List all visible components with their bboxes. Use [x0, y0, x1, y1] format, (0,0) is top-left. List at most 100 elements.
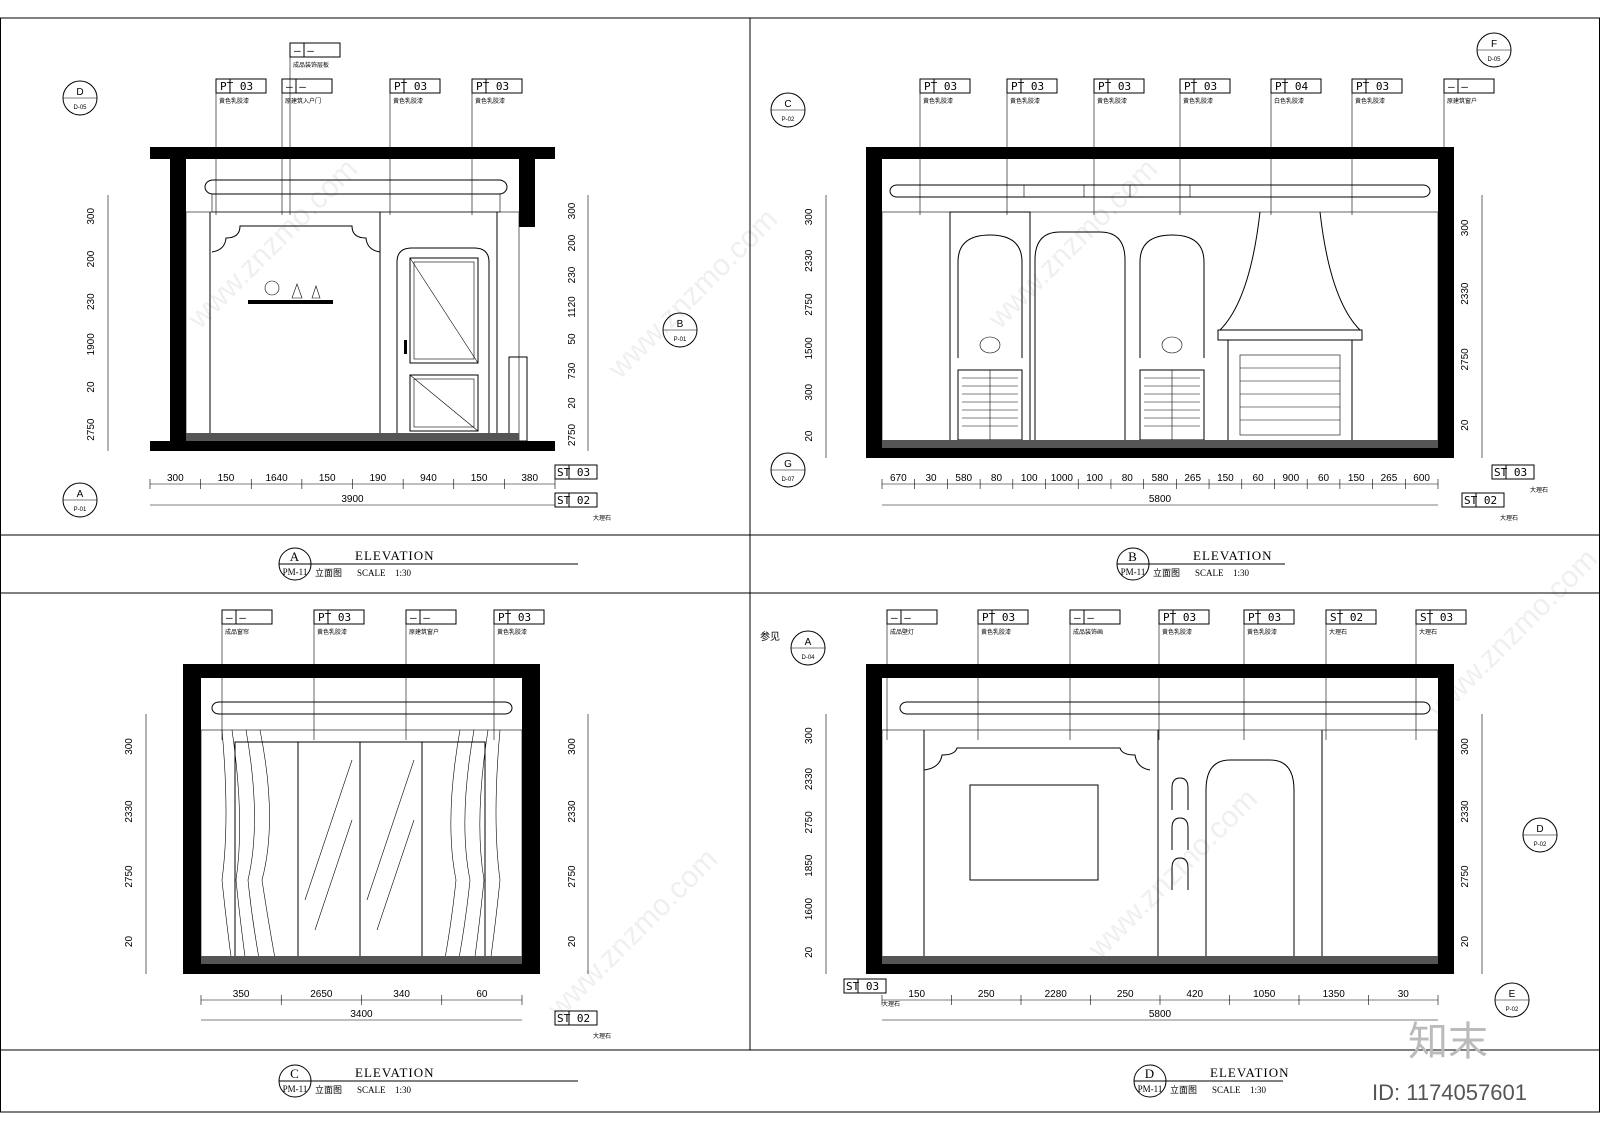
title-letter: A: [290, 549, 300, 564]
vertical-dimension: 1850: [804, 854, 815, 877]
floor-code: ST 03: [846, 980, 879, 993]
vertical-dimension: 230: [86, 293, 97, 310]
material-code: PT 04: [1275, 80, 1308, 93]
marker-ref: D-04: [801, 655, 815, 661]
material-code: — —: [410, 611, 430, 624]
vertical-dimension: 200: [567, 234, 578, 251]
marker-ref: D-05: [1487, 57, 1501, 63]
elevation-c: [183, 664, 540, 974]
material-note: 黄色乳胶漆: [497, 628, 527, 636]
material-code: PT 03: [498, 611, 531, 624]
vertical-dimension: 230: [567, 266, 578, 283]
marker-ref: P-02: [782, 117, 795, 123]
material-code: — —: [1448, 80, 1468, 93]
title-scale-label: SCALE: [1212, 1085, 1241, 1095]
title-scale: 1:30: [1250, 1085, 1267, 1095]
dimension-value: 100: [1021, 473, 1038, 484]
dimension-value: 580: [1152, 473, 1169, 484]
material-note: 原建筑入户门: [285, 97, 321, 105]
material-code: PT 03: [1356, 80, 1389, 93]
material-code: PT 03: [1163, 611, 1196, 624]
elevation-a: [150, 147, 555, 451]
marker-letter: D: [76, 87, 83, 98]
material-tag: — —成品壁灯: [886, 609, 938, 740]
material-code: PT 03: [394, 80, 427, 93]
material-note: 原建筑窗户: [1447, 97, 1477, 105]
vertical-dimension: 2750: [124, 865, 135, 888]
dimension-value: 150: [1217, 473, 1234, 484]
material-note: 原建筑窗户: [409, 628, 439, 636]
title-en: ELEVATION: [355, 1065, 435, 1080]
title-letter: C: [290, 1066, 300, 1081]
vertical-dimension: 2750: [804, 293, 815, 316]
material-note: 成品装饰层板: [293, 61, 329, 69]
material-note: 黄色乳胶漆: [1355, 97, 1385, 105]
markers-layer: DD-05BP-01AP-01CP-02FD-05GD-07AD-04参见DP-…: [62, 32, 1558, 1018]
watermark-3: www.znzmo.com: [981, 152, 1164, 335]
material-note: 大理石: [1329, 628, 1347, 636]
dimension-value: 250: [1117, 989, 1134, 1000]
vertical-dimension: 2330: [804, 767, 815, 790]
floor-tag: ST 03: [554, 464, 598, 480]
section-marker: CP-02: [770, 92, 806, 128]
dimension-value: 2280: [1045, 989, 1068, 1000]
dimension-value: 300: [167, 473, 184, 484]
material-code: PT 03: [1184, 80, 1217, 93]
material-code: PT 03: [982, 611, 1015, 624]
dimension-value: 420: [1186, 989, 1203, 1000]
material-code: — —: [1074, 611, 1094, 624]
material-note: 黄色乳胶漆: [393, 97, 423, 105]
dimension-value: 60: [476, 989, 488, 1000]
material-note: 黄色乳胶漆: [1010, 97, 1040, 105]
vertical-dimension: 1900: [86, 333, 97, 356]
title-en: ELEVATION: [355, 548, 435, 563]
dimension-value: 580: [955, 473, 972, 484]
title-scale-label: SCALE: [357, 568, 386, 578]
floor-code: ST 02: [557, 494, 590, 507]
material-code: — —: [294, 44, 314, 57]
material-note: 大理石: [1419, 628, 1437, 636]
dimension-value: 150: [471, 473, 488, 484]
dimension-value: 265: [1184, 473, 1201, 484]
dimension-value: 940: [420, 473, 437, 484]
material-note: 黄色乳胶漆: [219, 97, 249, 105]
title-letter: D: [1145, 1066, 1155, 1081]
material-note: 成品装饰画: [1073, 628, 1103, 636]
title-scale: 1:30: [395, 568, 412, 578]
material-code: — —: [891, 611, 911, 624]
material-note: 白色乳胶漆: [1274, 97, 1304, 105]
material-tag: — — 原建筑窗户: [1443, 78, 1495, 215]
marker-ref: D-05: [73, 105, 87, 111]
section-marker: AP-01: [62, 482, 98, 518]
dimension-value: 30: [925, 473, 937, 484]
brand-logo: 知末: [1408, 1019, 1488, 1065]
material-note: 黄色乳胶漆: [1183, 97, 1213, 105]
dimension-total: 3400: [350, 1009, 373, 1020]
dimension-value: 30: [1398, 989, 1410, 1000]
dimension-value: 2650: [310, 989, 333, 1000]
vertical-dimension: 20: [804, 430, 815, 442]
vertical-dimension: 300: [567, 738, 578, 755]
section-marker: DP-02: [1522, 817, 1558, 853]
marker-letter: E: [1509, 989, 1516, 1000]
sheet-frame: [0, 17, 1600, 1113]
elevation-b: [866, 147, 1454, 458]
dimension-value: 150: [908, 989, 925, 1000]
vertical-dimension: 2330: [804, 249, 815, 272]
material-tag: PT 03 黄色乳胶漆: [1351, 78, 1403, 215]
material-tag: — — 原建筑窗户: [405, 609, 457, 740]
